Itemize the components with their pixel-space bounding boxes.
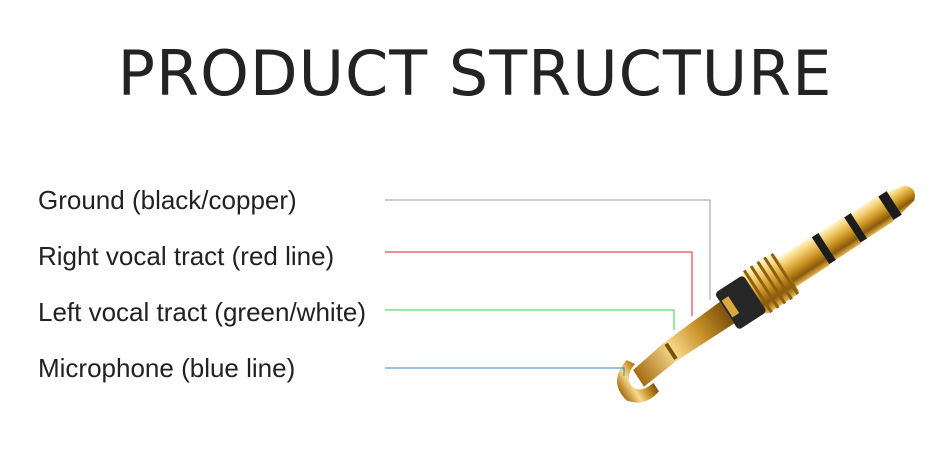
plug-sleeve: [775, 236, 830, 288]
plug-ring-1: [850, 195, 894, 239]
plug-ring-2: [818, 216, 861, 260]
label-right-vocal-tract: Right vocal tract (red line): [38, 241, 335, 271]
plug-thread: [741, 252, 800, 314]
label-left-vocal-tract: Left vocal tract (green/white): [38, 297, 367, 327]
plug-insulator-ring: [811, 233, 836, 265]
leader-line-left: [385, 309, 675, 330]
trrs-plug-image: [617, 185, 915, 403]
plug-insulator-ring: [844, 213, 868, 243]
plug-insulator-ring: [878, 191, 902, 221]
plug-insulator-block: [716, 276, 766, 329]
label-ground: Ground (black/copper): [38, 185, 297, 215]
plug-tip: [887, 185, 915, 214]
leader-lines: [385, 199, 711, 376]
page-title: PRODUCT STRUCTURE: [117, 37, 833, 110]
leader-line-microphone: [385, 367, 625, 376]
leader-line-right: [385, 251, 693, 316]
leader-line-ground: [385, 199, 711, 300]
label-microphone: Microphone (blue line): [38, 353, 296, 383]
plug-solder-tab: [633, 301, 735, 387]
